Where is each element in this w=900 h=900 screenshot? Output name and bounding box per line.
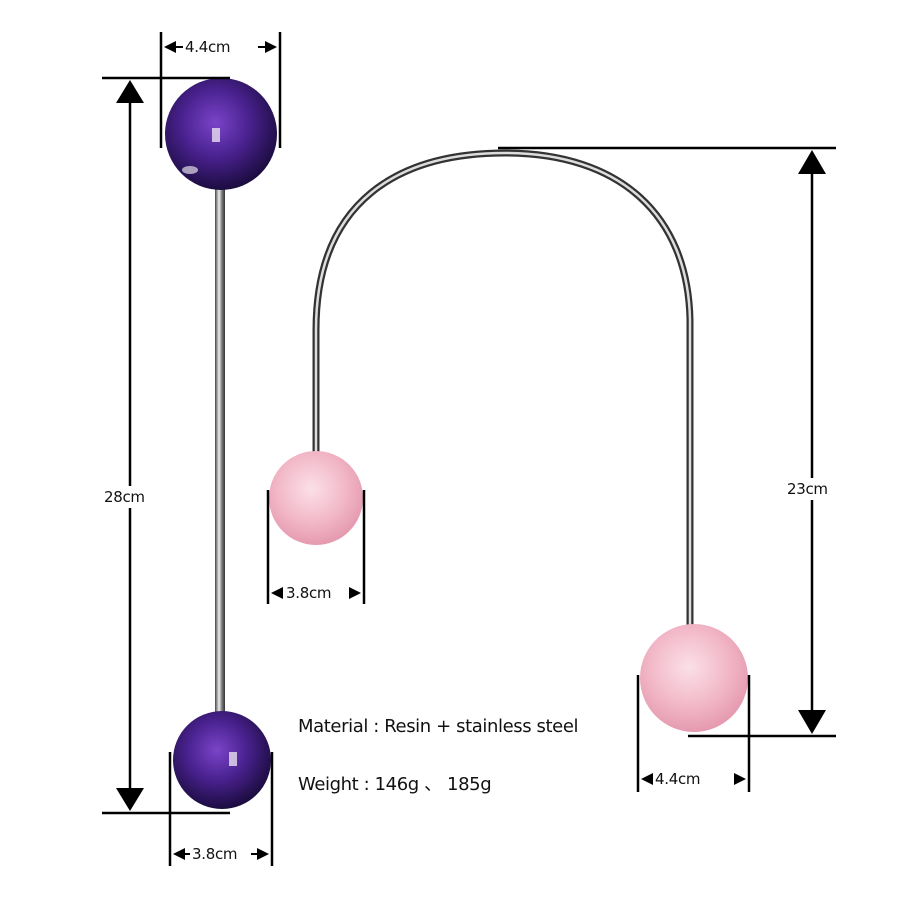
large-pink-ball-diameter-label: 4.4cm xyxy=(655,770,701,788)
straight-length-label: 28cm xyxy=(104,486,145,508)
material-spec: Material : Resin + stainless steel xyxy=(298,716,579,737)
straight-tool-dimensions xyxy=(102,32,282,866)
top-ball-diameter-label: 4.4cm xyxy=(185,38,231,56)
small-pink-ball-diameter-label: 3.8cm xyxy=(286,584,332,602)
steel-rod xyxy=(215,185,225,725)
bottom-purple-ball xyxy=(173,711,271,809)
straight-tool-arrowheads xyxy=(116,41,277,860)
bottom-ball-diameter-label: 3.8cm xyxy=(192,845,238,863)
hook-tool-arrowheads xyxy=(271,150,826,785)
hook-height-label: 23cm xyxy=(787,478,828,500)
hook-tool xyxy=(269,149,748,732)
large-pink-ball xyxy=(640,624,748,732)
small-pink-ball xyxy=(269,451,363,545)
straight-tool xyxy=(165,78,277,809)
weight-spec: Weight : 146g 、 185g xyxy=(298,774,492,795)
top-purple-ball xyxy=(165,78,277,190)
straight-tool-arrow-shafts xyxy=(176,46,265,855)
hook-tool-dimensions xyxy=(266,146,836,792)
